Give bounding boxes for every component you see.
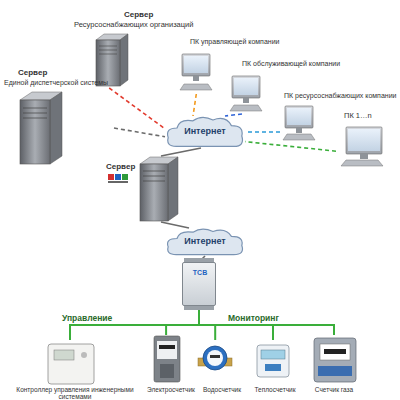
server-icon: [96, 34, 128, 86]
device-node: Теплосчетчик: [250, 340, 300, 398]
pc-icon: [230, 76, 262, 111]
connector: [114, 128, 165, 137]
node-text: Теплосчетчик: [250, 386, 300, 393]
node-text: Контроллер управления инженерными систем…: [4, 386, 146, 400]
node-text: Сервер: [106, 162, 142, 171]
connector-line: [166, 306, 199, 335]
pc-node: ПК 1…n: [336, 112, 394, 168]
connector: [199, 306, 334, 335]
connector: [166, 306, 199, 335]
electricity-meter-icon: [154, 336, 180, 382]
server-icon: [140, 157, 178, 221]
node-text: Интернет: [165, 236, 245, 246]
pc-icon: [341, 127, 383, 166]
internet-cloud: Интернет: [165, 228, 245, 256]
connector: [245, 132, 280, 133]
node-text: Сервер: [124, 10, 194, 19]
gas-meter-icon: [314, 338, 356, 382]
connector: [225, 114, 242, 116]
node-text: Счетчик газа: [306, 386, 362, 393]
node-text: Сервер: [18, 68, 78, 77]
connector: [193, 94, 196, 116]
connector: [199, 306, 215, 340]
pc-node: ПК ресурсоснабжающих компании: [280, 92, 398, 142]
connector-line: [193, 94, 196, 116]
water-meter-icon: [198, 346, 232, 370]
connector-line: [199, 306, 273, 340]
connector-line: [199, 306, 334, 335]
connector-line: [109, 88, 165, 129]
bus-label: Мониторинг: [228, 313, 279, 323]
heat-meter-icon: [257, 345, 289, 377]
company-logo: [108, 174, 128, 183]
server-node: Сервер: [104, 156, 180, 222]
device-node: Счетчик газа: [306, 335, 362, 398]
connector-line: [70, 306, 199, 340]
pc-icon: [283, 106, 315, 140]
device-node: Контроллер управления инженерными систем…: [4, 340, 146, 398]
pc-node: ПК обслуживающей компании: [228, 60, 368, 114]
connector: [161, 148, 201, 156]
node-text: Водосчетчик: [196, 386, 248, 393]
connector: [245, 142, 336, 152]
connector-line: [225, 114, 242, 116]
node-text: TCB: [183, 269, 217, 277]
bus-label: Управление: [62, 313, 112, 323]
device-node: Электросчетчик: [144, 335, 198, 398]
connector: [199, 306, 273, 340]
connector-line: [161, 148, 201, 156]
connector-line: [245, 142, 336, 152]
node-text: Единой диспетчерской системы: [4, 79, 114, 87]
server-node: СерверРесурсоснабжающих организаций: [74, 10, 250, 88]
pc-icon: [180, 54, 212, 90]
node-text: ПК управляющей компании: [190, 38, 300, 46]
server-node: СерверЕдиной диспетчерской системы: [4, 68, 114, 168]
connector: [70, 306, 199, 340]
controller-icon: [48, 344, 94, 384]
server-icon: [20, 92, 62, 164]
device-node: Водосчетчик: [196, 340, 248, 398]
gateway-device: TCB: [182, 262, 216, 306]
node-text: Электросчетчик: [144, 386, 198, 393]
connector-line: [199, 306, 215, 340]
node-text: ПК ресурсоснабжающих компании: [284, 92, 398, 100]
connector-line: [245, 131, 280, 133]
connector-line: [161, 222, 189, 228]
node-text: Ресурсоснабжающих организаций: [74, 21, 250, 30]
internet-cloud: Интернет: [165, 116, 245, 148]
node-text: ПК 1…n: [344, 112, 394, 121]
node-text: Интернет: [165, 126, 245, 136]
connector-line: [114, 128, 165, 137]
connector: [109, 88, 165, 129]
node-text: ПК обслуживающей компании: [242, 60, 368, 68]
connector: [161, 222, 189, 228]
